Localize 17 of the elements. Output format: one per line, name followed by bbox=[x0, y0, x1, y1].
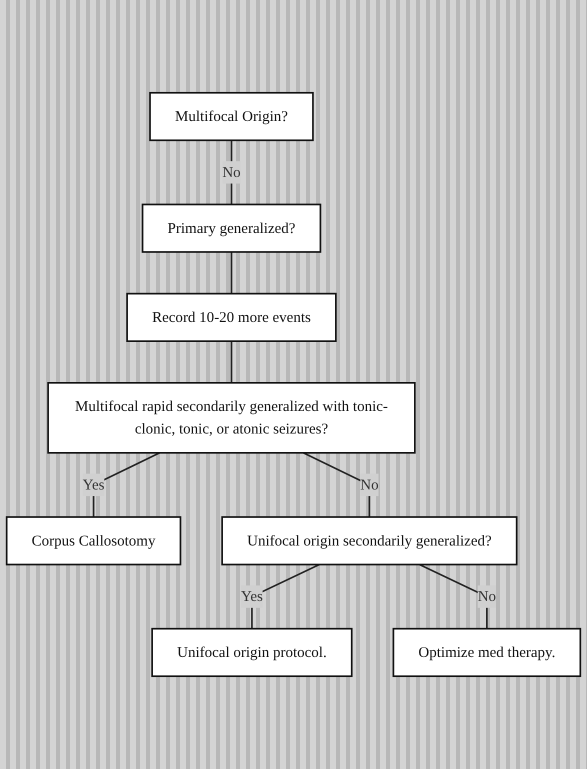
edge-label: No bbox=[478, 588, 496, 605]
node-box: Unifocal origin secondarily generalized? bbox=[221, 516, 518, 566]
node-box: Multifocal Origin? bbox=[149, 92, 314, 142]
connector bbox=[92, 452, 160, 518]
edge-label: No bbox=[222, 164, 241, 180]
connector bbox=[230, 252, 232, 294]
edge-label: Yes bbox=[241, 588, 263, 605]
node-box: Unifocal origin protocol. bbox=[151, 628, 353, 678]
edge-label: No bbox=[360, 476, 379, 493]
node-box: Multifocal rapid secondarily generalized with tonic-clonic, tonic, or atonic seizures? bbox=[47, 382, 416, 454]
node-box: Corpus Callosotomy bbox=[6, 516, 182, 566]
connector bbox=[230, 341, 232, 383]
connector bbox=[251, 564, 320, 629]
node-box: Record 10-20 more events bbox=[126, 292, 337, 342]
edge-label: Yes bbox=[82, 476, 104, 493]
node-box: Optimize med therapy. bbox=[392, 628, 582, 678]
node-box: Primary generalized? bbox=[142, 204, 322, 253]
